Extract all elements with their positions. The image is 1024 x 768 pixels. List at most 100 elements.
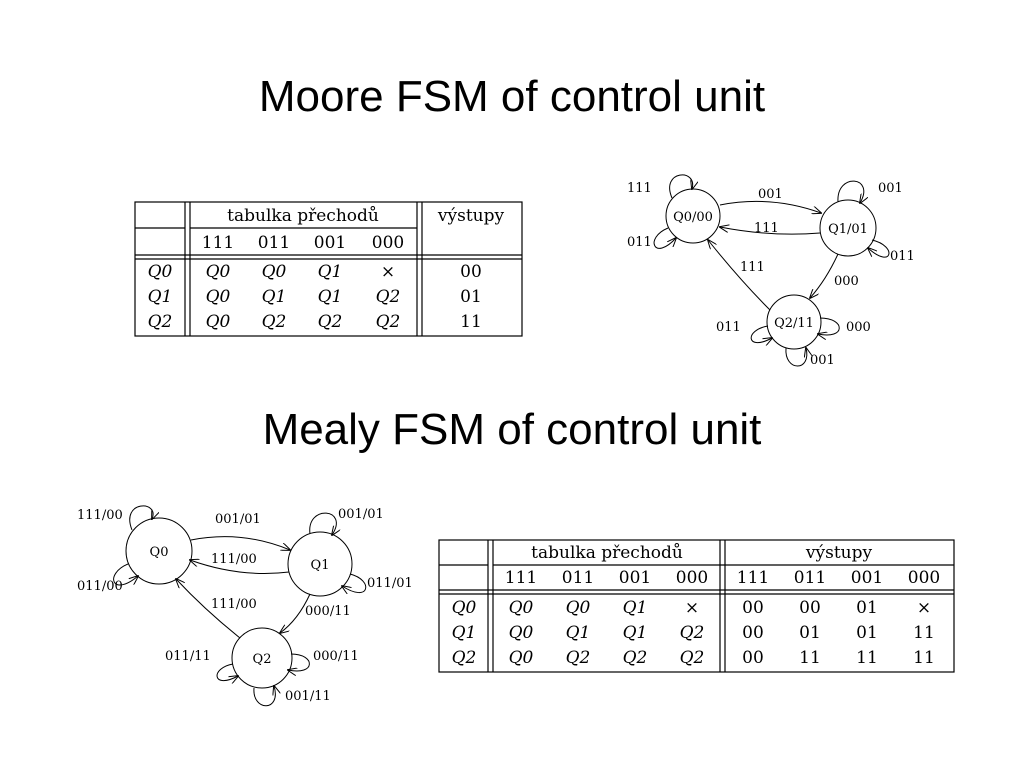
mealy-output-cell: 01 <box>856 623 878 643</box>
moore-input-header: 000 <box>372 233 404 253</box>
edge-label: 000 <box>846 320 871 335</box>
mealy-output-cell: 11 <box>799 648 821 668</box>
mealy-cell: Q1 <box>623 598 648 618</box>
mealy-node-q1-label: Q1 <box>311 558 330 573</box>
mealy-output-input-header: 001 <box>851 568 883 588</box>
mealy-table <box>438 539 955 673</box>
mealy-row-state: Q0 <box>452 598 477 618</box>
edge-label: 001/01 <box>338 507 384 522</box>
moore-cell: Q0 <box>206 287 231 307</box>
moore-cell: Q0 <box>206 262 231 282</box>
edge-label: 011/00 <box>77 579 123 594</box>
mealy-cell: Q2 <box>680 648 705 668</box>
moore-row-state: Q2 <box>148 312 173 332</box>
moore-cell: Q1 <box>262 287 287 307</box>
mealy-cell: Q0 <box>509 623 534 643</box>
edge-label: 000/11 <box>305 604 351 619</box>
edge-label: 111/00 <box>211 552 257 567</box>
moore-loop-q1-top <box>837 180 864 203</box>
edge-label: 001 <box>758 187 783 202</box>
mealy-row-state: Q1 <box>452 623 477 643</box>
mealy-cell: Q2 <box>680 623 705 643</box>
edge-label: 011 <box>890 249 915 264</box>
moore-diagram <box>653 174 890 367</box>
mealy-node-q1 <box>287 531 353 597</box>
moore-node-q2-label: Q2/11 <box>774 316 814 331</box>
moore-cell: Q2 <box>376 287 401 307</box>
mealy-loop-q2-left <box>216 663 238 681</box>
mealy-loop-q1-right <box>342 573 367 593</box>
moore-cell: Q0 <box>262 262 287 282</box>
mealy-output-cell: 01 <box>799 623 821 643</box>
mealy-edge-q2-q0 <box>176 579 241 639</box>
mealy-cell: Q1 <box>623 623 648 643</box>
mealy-loop-q0-top <box>129 505 153 531</box>
moore-loop-q2-right <box>818 317 840 335</box>
moore-cell: Q2 <box>318 312 343 332</box>
edge-label: 111 <box>740 260 765 275</box>
moore-node-q2 <box>766 294 822 350</box>
moore-loop-q2-bottom <box>785 348 807 367</box>
moore-loop-q2-left <box>750 325 772 343</box>
moore-loop-q0-left <box>653 227 676 249</box>
mealy-output-cell: 11 <box>856 648 878 668</box>
edge-label: 111/00 <box>77 508 123 523</box>
mealy-output-cell: 00 <box>742 648 764 668</box>
moore-output-header: výstupy <box>437 206 505 226</box>
mealy-output-input-header: 111 <box>737 568 769 588</box>
moore-input-header: 111 <box>202 233 234 253</box>
mealy-cell: Q0 <box>509 648 534 668</box>
mealy-cell: Q2 <box>623 648 648 668</box>
moore-diagram-labels: Q0/00 Q1/01 Q2/11 111 011 001 111 001 01… <box>627 181 915 368</box>
moore-cell: × <box>381 262 395 282</box>
mealy-input-header: 000 <box>676 568 708 588</box>
mealy-output-cell: 11 <box>913 648 935 668</box>
mealy-node-q2 <box>231 627 293 689</box>
moore-node-q1 <box>819 199 877 257</box>
mealy-edge-q0-q1 <box>190 536 290 550</box>
edge-label: 011 <box>716 320 741 335</box>
edge-label: 011/11 <box>165 649 211 664</box>
mealy-title: Mealy FSM of control unit <box>262 405 762 454</box>
moore-cell: Q2 <box>376 312 401 332</box>
moore-table-text: tabulka přechodů výstupy 111 011 001 000… <box>148 206 505 332</box>
mealy-input-header: 001 <box>619 568 651 588</box>
mealy-node-q0-label: Q0 <box>150 545 169 560</box>
mealy-loop-q0-left <box>113 563 138 586</box>
mealy-loop-q1-top <box>309 512 337 535</box>
mealy-loop-q2-bottom <box>253 686 275 707</box>
moore-title: Moore FSM of control unit <box>258 72 766 121</box>
edge-label: 001/11 <box>285 689 331 704</box>
mealy-cell: Q0 <box>566 598 591 618</box>
edge-label: 011/01 <box>367 576 413 591</box>
mealy-edge-q1-q2 <box>280 593 311 633</box>
moore-edge-q0-q1 <box>719 200 821 213</box>
mealy-loop-q2-right <box>288 653 310 671</box>
moore-row-state: Q0 <box>148 262 173 282</box>
mealy-table-text: tabulka přechodů výstupy 111 011 001 000… <box>452 543 941 668</box>
moore-node-q1-label: Q1/01 <box>828 222 868 237</box>
mealy-input-header: 111 <box>505 568 537 588</box>
edge-label: 001 <box>810 353 835 368</box>
mealy-output-cell: × <box>917 598 931 618</box>
moore-edge-q2-q0 <box>708 240 771 311</box>
edge-label: 001/01 <box>215 512 261 527</box>
moore-input-header: 001 <box>314 233 346 253</box>
mealy-output-input-header: 011 <box>794 568 826 588</box>
mealy-input-header: 011 <box>562 568 594 588</box>
moore-output-cell: 01 <box>460 287 482 307</box>
moore-cell: Q1 <box>318 287 343 307</box>
mealy-diagram-labels: Q0 Q1 Q2 111/00 011/00 001/01 111/00 001… <box>77 507 413 704</box>
moore-row-state: Q1 <box>148 287 173 307</box>
moore-output-cell: 00 <box>460 262 482 282</box>
mealy-group-header: tabulka přechodů <box>531 543 683 563</box>
moore-input-header: 011 <box>258 233 290 253</box>
mealy-output-input-header: 000 <box>908 568 940 588</box>
moore-cell: Q0 <box>206 312 231 332</box>
mealy-output-cell: 00 <box>742 623 764 643</box>
mealy-output-header: výstupy <box>805 543 873 563</box>
moore-loop-q1-right <box>868 239 890 258</box>
edge-label: 001 <box>878 181 903 196</box>
moore-table <box>134 201 523 337</box>
